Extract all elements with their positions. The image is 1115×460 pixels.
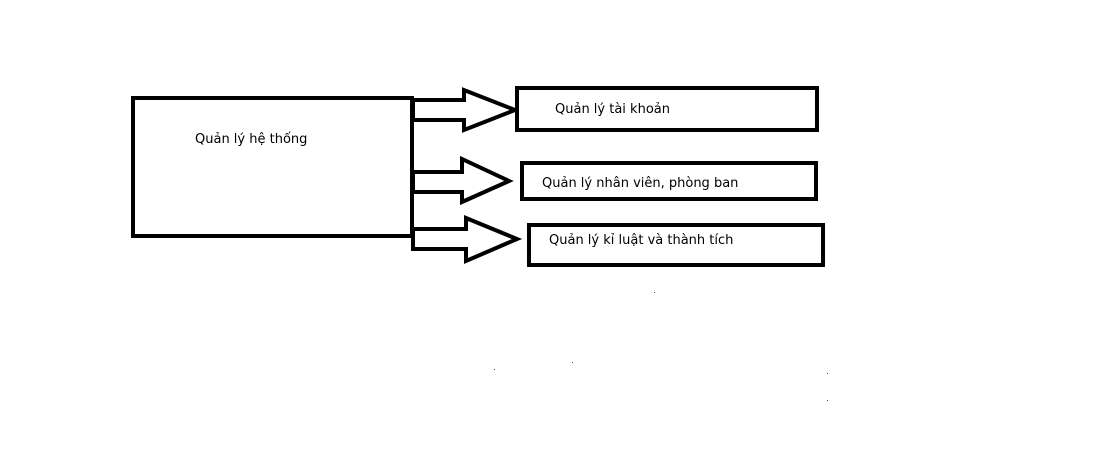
discipline-achievement-management-box: Quản lý kỉ luật và thành tích <box>527 223 825 267</box>
arrow-to-discipline-achievement-management <box>411 215 523 265</box>
account-management-box: Quản lý tài khoản <box>515 86 819 132</box>
arrow-to-staff-department-management <box>411 155 514 206</box>
stray-dot <box>654 292 655 293</box>
system-management-label: Quản lý hệ thống <box>195 132 308 147</box>
staff-department-management-box: Quản lý nhân viên, phòng ban <box>520 161 818 201</box>
stray-dot <box>827 373 828 374</box>
stray-dot <box>494 369 495 370</box>
arrow-to-account-management <box>411 87 521 133</box>
system-management-box: Quản lý hệ thống <box>131 96 414 238</box>
staff-department-management-label: Quản lý nhân viên, phòng ban <box>542 176 739 191</box>
stray-dot <box>827 400 828 401</box>
account-management-label: Quản lý tài khoản <box>555 102 670 117</box>
stray-dot <box>572 362 573 363</box>
discipline-achievement-management-label: Quản lý kỉ luật và thành tích <box>549 233 734 248</box>
